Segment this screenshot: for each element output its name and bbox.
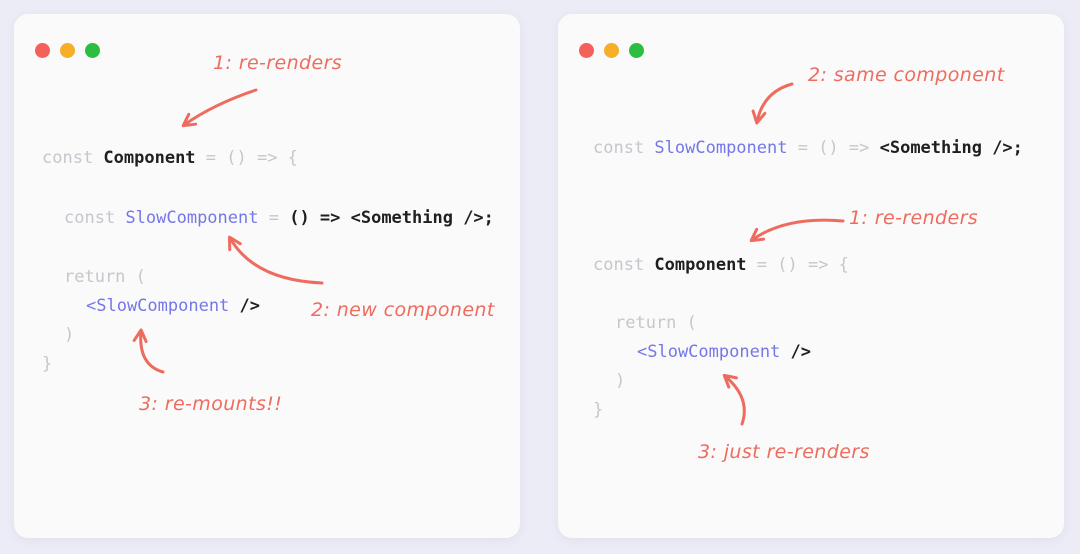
code-line: return ( (64, 267, 146, 287)
code-line: <SlowComponent /> (86, 296, 261, 316)
annotation-re-renders: 1: re-renders (849, 207, 979, 229)
code-window-right: const SlowComponent = () => <Something /… (558, 14, 1064, 538)
annotation-just-re-renders: 3: just re-renders (698, 441, 870, 463)
code-line: const SlowComponent = () => <Something /… (64, 208, 494, 228)
code-line: } (593, 400, 604, 420)
code-line: } (42, 354, 53, 374)
code-line: ) (64, 325, 75, 345)
code-line: return ( (615, 313, 697, 333)
window-controls (579, 43, 644, 58)
arrow-to-slowcomponent-declaration (228, 235, 324, 285)
annotation-re-mounts: 3: re-mounts!! (139, 393, 283, 415)
arrow-to-slowcomponent-declaration (751, 82, 794, 125)
code-line: const SlowComponent = () => <Something /… (593, 138, 1023, 158)
minimize-icon (604, 43, 619, 58)
arrow-to-component (749, 218, 845, 243)
maximize-icon (85, 43, 100, 58)
arrow-to-slowcomponent-usage (132, 328, 165, 374)
annotation-same-component: 2: same component (808, 64, 1005, 86)
annotation-new-component: 2: new component (311, 299, 495, 321)
code-line: const Component = () => { (42, 148, 298, 168)
code-window-left: const Component = () => { const SlowComp… (14, 14, 520, 538)
code-line: const Component = () => { (593, 255, 849, 275)
arrow-to-component (181, 88, 258, 128)
code-line: ) (615, 371, 626, 391)
close-icon (35, 43, 50, 58)
close-icon (579, 43, 594, 58)
code-line: <SlowComponent /> (637, 342, 812, 362)
minimize-icon (60, 43, 75, 58)
annotation-re-renders: 1: re-renders (213, 52, 343, 74)
arrow-to-slowcomponent-usage (722, 373, 746, 426)
window-controls (35, 43, 100, 58)
maximize-icon (629, 43, 644, 58)
